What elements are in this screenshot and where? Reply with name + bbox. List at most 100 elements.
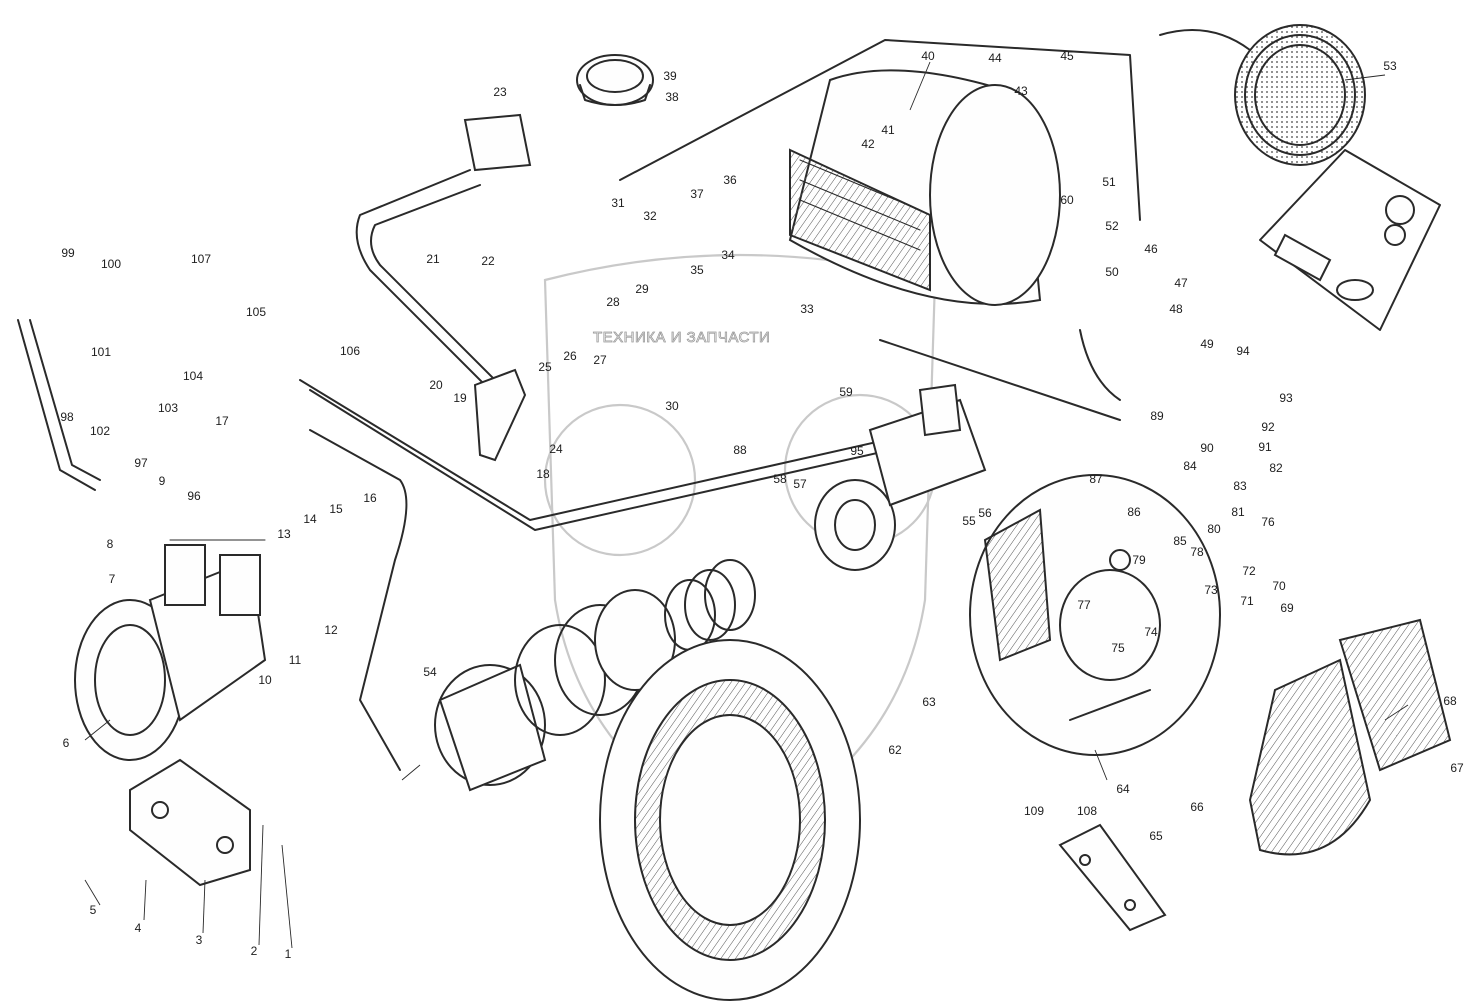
- callout-35: 35: [690, 263, 704, 277]
- callout-109: 109: [1024, 804, 1044, 818]
- callout-67: 67: [1450, 761, 1464, 775]
- brake-backplate: [969, 474, 1221, 756]
- callout-19: 19: [453, 391, 467, 405]
- callout-16: 16: [363, 491, 377, 505]
- callout-72: 72: [1242, 564, 1256, 578]
- callout-59: 59: [839, 385, 853, 399]
- callout-31: 31: [611, 196, 625, 210]
- callout-4: 4: [135, 921, 142, 935]
- callout-91: 91: [1258, 440, 1272, 454]
- callout-77: 77: [1077, 598, 1091, 612]
- callout-25: 25: [538, 360, 552, 374]
- callout-37: 37: [690, 187, 704, 201]
- callout-63: 63: [922, 695, 936, 709]
- callout-23: 23: [493, 85, 507, 99]
- callout-58: 58: [773, 472, 787, 486]
- callout-38: 38: [665, 90, 679, 104]
- callout-45: 45: [1060, 49, 1074, 63]
- callout-5: 5: [90, 903, 97, 917]
- callout-83: 83: [1233, 479, 1247, 493]
- pressure-gauge: [576, 54, 654, 106]
- callout-74: 74: [1144, 625, 1158, 639]
- callout-8: 8: [107, 537, 114, 551]
- callout-62: 62: [888, 743, 902, 757]
- air-compressor: [74, 539, 267, 761]
- callout-92: 92: [1261, 420, 1275, 434]
- callout-68: 68: [1443, 694, 1457, 708]
- callout-103: 103: [158, 401, 178, 415]
- callout-13: 13: [277, 527, 291, 541]
- tire-inflation-kit: [1259, 149, 1441, 331]
- callout-64: 64: [1116, 782, 1130, 796]
- leader-lines: [84, 61, 1409, 949]
- callout-24: 24: [549, 442, 563, 456]
- brake-chamber-assembly: [434, 559, 756, 792]
- callout-101: 101: [91, 345, 111, 359]
- callout-46: 46: [1144, 242, 1158, 256]
- callout-17: 17: [215, 414, 229, 428]
- callout-34: 34: [721, 248, 735, 262]
- callout-80: 80: [1207, 522, 1221, 536]
- callout-52: 52: [1105, 219, 1119, 233]
- callout-10: 10: [258, 673, 272, 687]
- air-tank: [788, 69, 1061, 306]
- callout-94: 94: [1236, 344, 1250, 358]
- callout-30: 30: [665, 399, 679, 413]
- watermark-text: ТЕХНИКА И ЗАПЧАСТИ: [593, 329, 770, 346]
- callout-57: 57: [793, 477, 807, 491]
- callout-93: 93: [1279, 391, 1293, 405]
- pipe-lines: [17, 39, 1141, 771]
- callout-73: 73: [1204, 583, 1218, 597]
- callout-90: 90: [1200, 441, 1214, 455]
- callout-18: 18: [536, 467, 550, 481]
- callout-2: 2: [251, 944, 258, 958]
- callout-79: 79: [1132, 553, 1146, 567]
- brake-shoes: [1248, 618, 1452, 856]
- callout-29: 29: [635, 282, 649, 296]
- callout-95: 95: [850, 444, 864, 458]
- callout-55: 55: [962, 514, 976, 528]
- callout-105: 105: [246, 305, 266, 319]
- callout-51: 51: [1102, 175, 1116, 189]
- callout-49: 49: [1200, 337, 1214, 351]
- callout-78: 78: [1190, 545, 1204, 559]
- callout-96: 96: [187, 489, 201, 503]
- callout-3: 3: [196, 933, 203, 947]
- callout-88: 88: [733, 443, 747, 457]
- brake-drum: [599, 639, 861, 1001]
- callout-36: 36: [723, 173, 737, 187]
- callout-28: 28: [606, 295, 620, 309]
- callout-85: 85: [1173, 534, 1187, 548]
- callout-20: 20: [429, 378, 443, 392]
- callout-69: 69: [1280, 601, 1294, 615]
- callout-107: 107: [191, 252, 211, 266]
- callout-98: 98: [60, 410, 74, 424]
- callout-87: 87: [1089, 472, 1103, 486]
- callout-102: 102: [90, 424, 110, 438]
- callout-60: 60: [1060, 193, 1074, 207]
- callout-66: 66: [1190, 800, 1204, 814]
- callout-81: 81: [1231, 505, 1245, 519]
- brake-valve-hub: [814, 383, 987, 571]
- watermark-emblem: ТЕХНИКА И ЗАПЧАСТИ: [543, 253, 937, 842]
- callout-75: 75: [1111, 641, 1125, 655]
- callout-44: 44: [988, 51, 1002, 65]
- brake-pull-rod: [355, 113, 532, 462]
- callout-15: 15: [329, 502, 343, 516]
- callout-86: 86: [1127, 505, 1141, 519]
- callout-42: 42: [861, 137, 875, 151]
- callout-7: 7: [109, 572, 116, 586]
- callout-99: 99: [61, 246, 75, 260]
- callout-54: 54: [423, 665, 437, 679]
- callout-26: 26: [563, 349, 577, 363]
- callout-97: 97: [134, 456, 148, 470]
- callout-33: 33: [800, 302, 814, 316]
- callout-76: 76: [1261, 515, 1275, 529]
- callout-39: 39: [663, 69, 677, 83]
- callout-71: 71: [1240, 594, 1254, 608]
- callout-21: 21: [426, 252, 440, 266]
- callout-70: 70: [1272, 579, 1286, 593]
- callout-82: 82: [1269, 461, 1283, 475]
